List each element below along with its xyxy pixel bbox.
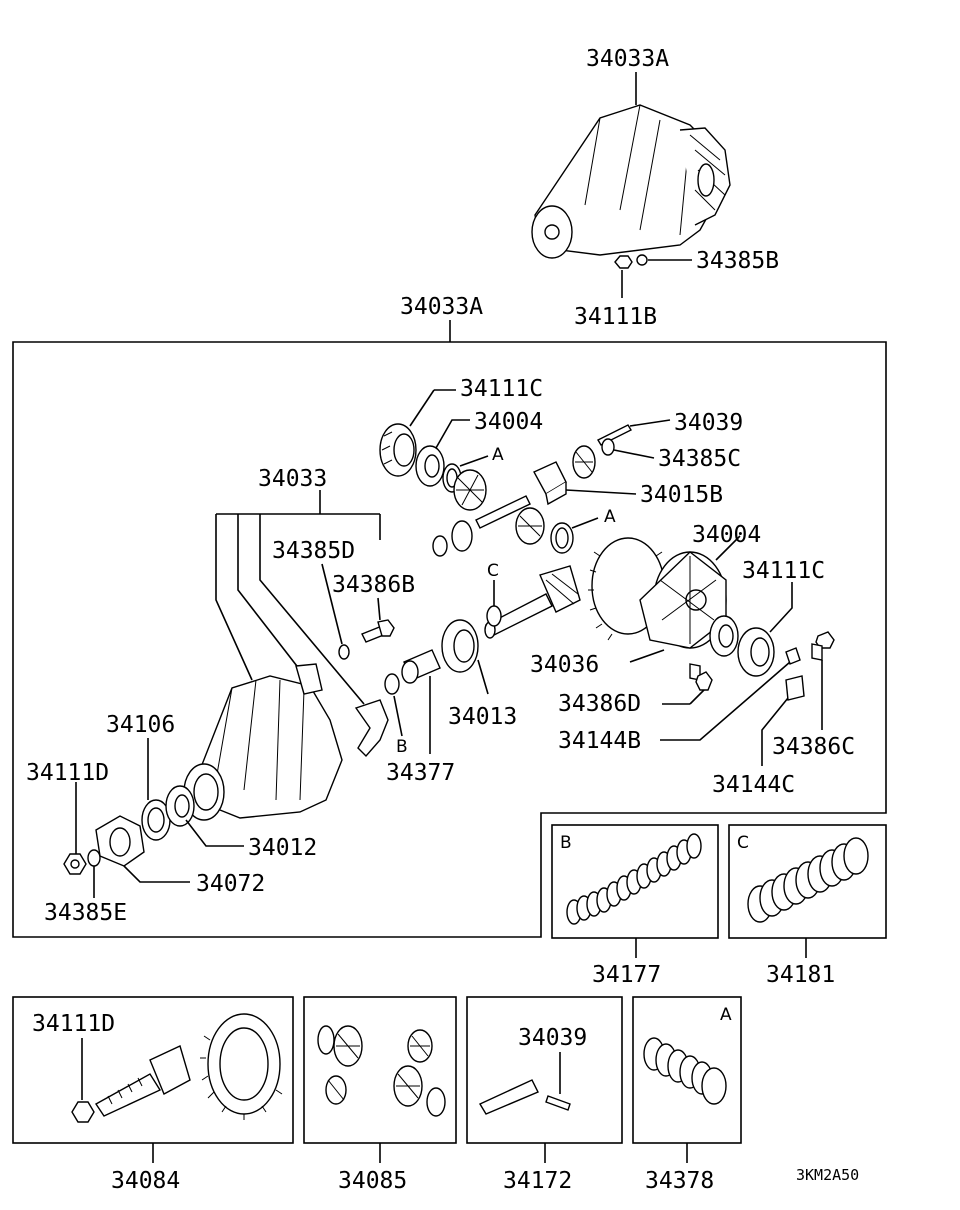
label-pinion-bearing: 34013 [448, 704, 517, 730]
label-kit-ring-gear: 34084 [111, 1168, 180, 1194]
callout-a2: A [604, 507, 616, 527]
nut-d-illustration [63, 853, 87, 875]
main-assembly-frame [12, 341, 887, 938]
label-washer-e: 34385E [44, 900, 127, 926]
label-race-left: 34004 [474, 409, 543, 435]
label-bearing-front: 34012 [248, 835, 317, 861]
label-main-assembly: 34033A [400, 294, 483, 320]
label-spacer-pin: 34039 [674, 410, 743, 436]
housing-illustration [183, 663, 343, 821]
label-pinion-gear: 34036 [530, 652, 599, 678]
side-gears-kit-illustration [317, 1025, 446, 1117]
label-top-nut: 34111B [574, 304, 657, 330]
label-collapsible-spacer: 34377 [386, 760, 455, 786]
cross-shaft-illustration [475, 495, 531, 529]
oil-seal-illustration [141, 799, 171, 841]
label-kit-shims-a: 34378 [645, 1168, 714, 1194]
label-washer-c: 34385C [658, 446, 741, 472]
kit-side-gears-box [303, 996, 457, 1144]
callout-a1: A [492, 445, 504, 465]
label-top-washer: 34385B [696, 248, 779, 274]
label-kit-shims-c: 34181 [766, 962, 835, 988]
callout-c: C [487, 561, 499, 581]
shim-stack-a-illustration [643, 1037, 727, 1105]
shim-stack-c-illustration [747, 837, 869, 923]
spacer-b-illustration [384, 673, 400, 695]
shim-stack-b-illustration [566, 833, 702, 925]
race-right-illustration [709, 615, 739, 657]
kit-shims-c-box [728, 824, 887, 939]
pinion-washer-c-illustration [486, 605, 502, 627]
label-bracket-b: 34144B [558, 728, 641, 754]
washer-d-illustration [338, 644, 350, 660]
bolt-c-illustration [811, 631, 835, 661]
callout-box-b: B [560, 833, 572, 853]
label-bolt-b: 34386B [332, 572, 415, 598]
label-bracket-c: 34144C [712, 772, 795, 798]
bracket-housing-illustration [354, 699, 389, 758]
thrust-washer-a2-illustration [550, 522, 574, 554]
label-race-right: 34004 [692, 522, 761, 548]
kit-shims-b-box [551, 824, 719, 939]
bracket-c-illustration [785, 675, 805, 701]
bearing-left-illustration [379, 423, 417, 477]
bearing-right-illustration [737, 627, 775, 677]
label-top-assembly: 34033A [586, 46, 669, 72]
bolt-d-illustration [689, 663, 713, 691]
side-gear-upper-illustration [453, 469, 487, 511]
label-oil-seal: 34106 [106, 712, 175, 738]
pinion-bearing-illustration [441, 619, 479, 673]
label-flange: 34072 [196, 871, 265, 897]
label-kit-ring-gear-nut: 34111D [32, 1011, 115, 1037]
label-block: 34015B [640, 482, 723, 508]
top-assembly-illustration [531, 104, 731, 259]
drawing-code: 3KM2A50 [796, 1166, 859, 1184]
label-kit-pin: 34172 [503, 1168, 572, 1194]
bearing-front-illustration [165, 785, 195, 827]
label-kit-side-gears: 34085 [338, 1168, 407, 1194]
kit-pin-box [466, 996, 623, 1144]
label-bearing-right: 34111C [742, 558, 825, 584]
top-washer-illustration [614, 254, 648, 269]
pinion-mate-upper-illustration [572, 445, 596, 479]
callout-b: B [396, 737, 408, 757]
label-housing: 34033 [258, 466, 327, 492]
bracket-b-illustration [785, 647, 801, 665]
washer-e-illustration [87, 849, 101, 867]
pinion-shaft-illustration [484, 565, 581, 639]
label-kit-pin-part: 34039 [518, 1025, 587, 1051]
callout-box-a: A [720, 1005, 732, 1025]
label-bearing-left: 34111C [460, 376, 543, 402]
collapsible-spacer-illustration [401, 649, 441, 684]
block-illustration [533, 461, 567, 506]
ring-gear-kit-illustration [71, 1013, 283, 1123]
spacer-pin-illustration [597, 424, 632, 456]
pin-kit-illustration [478, 1079, 571, 1115]
label-bolt-d: 34386D [558, 691, 641, 717]
label-kit-shims-b: 34177 [592, 962, 661, 988]
bolt-b-illustration [361, 619, 395, 643]
race-left-illustration [415, 445, 445, 487]
label-nut-d: 34111D [26, 760, 109, 786]
differential-case-illustration [639, 551, 727, 649]
pinion-mate-lower-illustration [432, 507, 545, 557]
label-washer-d: 34385D [272, 538, 355, 564]
label-bolt-c: 34386C [772, 734, 855, 760]
callout-box-c: C [737, 833, 749, 853]
flange-illustration [95, 815, 145, 867]
